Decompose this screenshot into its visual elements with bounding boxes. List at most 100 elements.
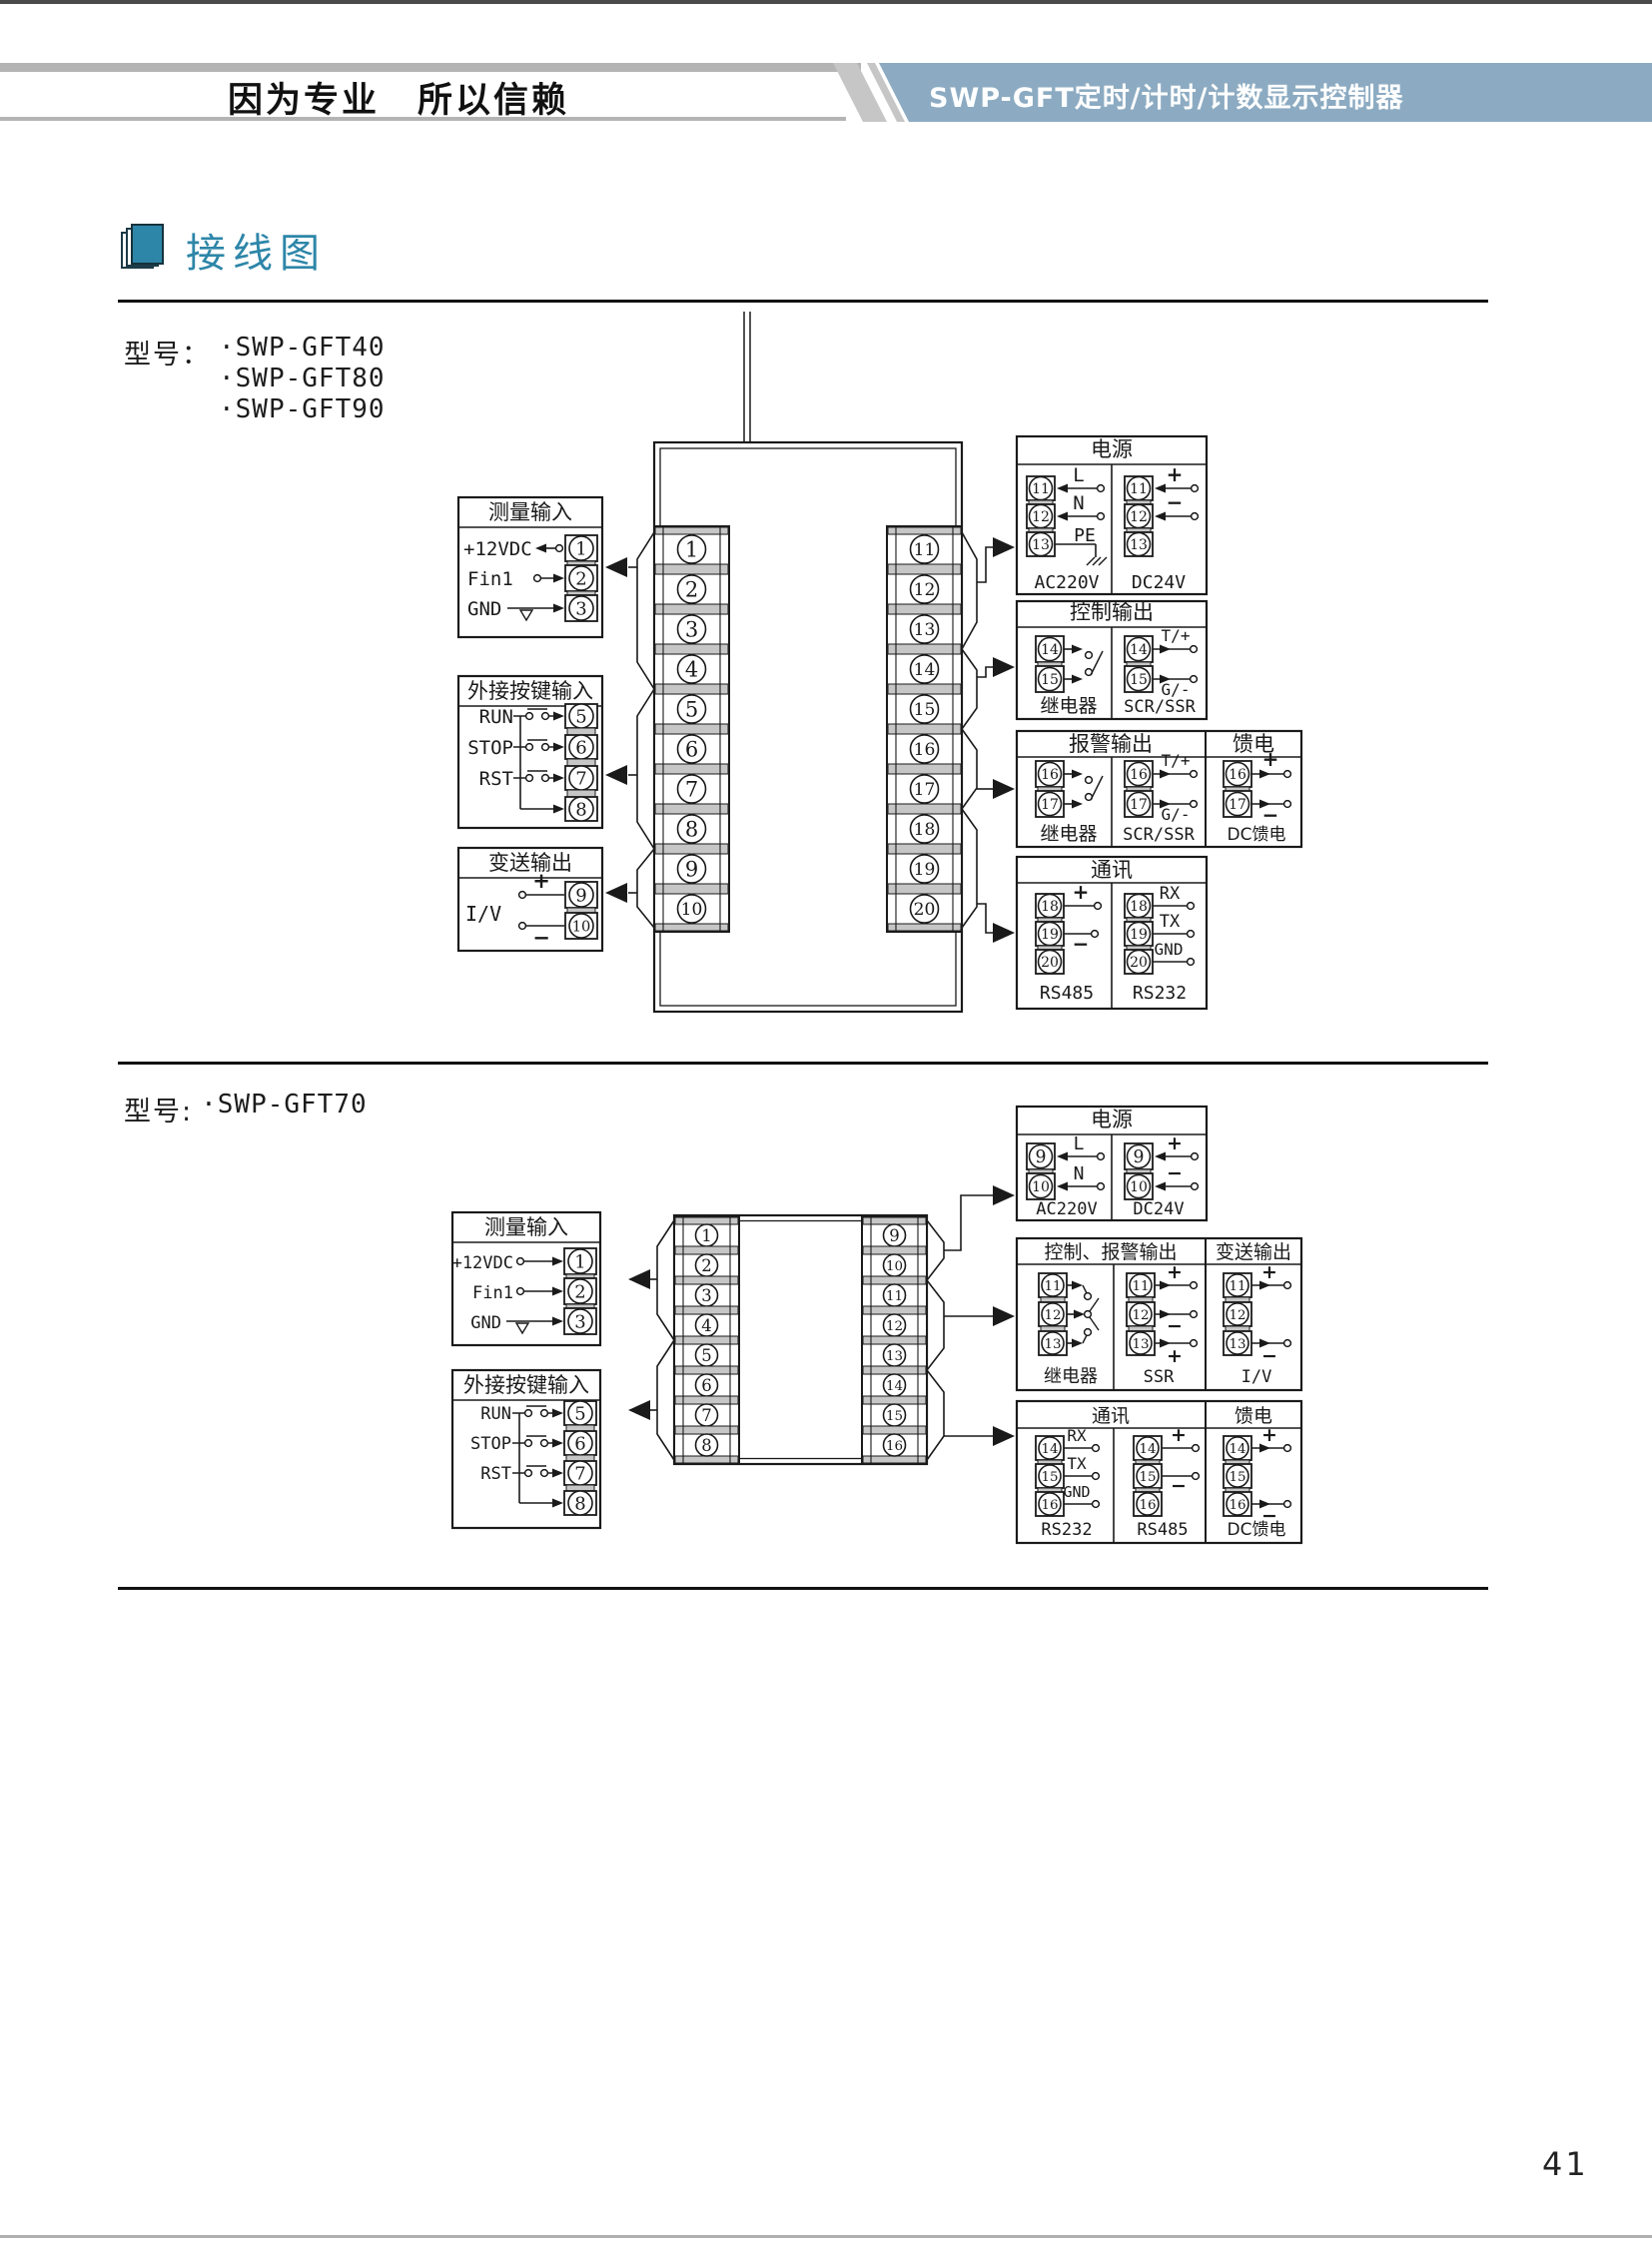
svg-text:12: 12 bbox=[1130, 509, 1148, 525]
svg-text:14: 14 bbox=[1130, 642, 1148, 658]
svg-text:测量输入: 测量输入 bbox=[488, 500, 572, 524]
svg-text:12: 12 bbox=[1229, 1308, 1245, 1323]
svg-text:7: 7 bbox=[701, 1406, 712, 1425]
svg-text:−: − bbox=[1261, 1345, 1277, 1367]
svg-text:11: 11 bbox=[1130, 481, 1148, 497]
svg-text:1: 1 bbox=[575, 538, 586, 559]
svg-text:+: + bbox=[1261, 1261, 1277, 1283]
svg-text:16: 16 bbox=[1139, 1498, 1156, 1513]
svg-text:19: 19 bbox=[914, 860, 936, 880]
svg-text:16: 16 bbox=[1041, 767, 1059, 783]
svg-text:6: 6 bbox=[575, 737, 586, 758]
svg-text:TX: TX bbox=[1067, 1454, 1087, 1473]
svg-text:17: 17 bbox=[914, 780, 936, 800]
svg-text:9: 9 bbox=[1036, 1147, 1047, 1167]
model-item: ·SWP-GFT70 bbox=[201, 1090, 368, 1120]
svg-text:控制输出: 控制输出 bbox=[1070, 600, 1154, 624]
svg-text:3: 3 bbox=[575, 598, 586, 619]
svg-text:8: 8 bbox=[685, 818, 698, 842]
svg-text:5: 5 bbox=[701, 1346, 712, 1365]
svg-text:−: − bbox=[1073, 932, 1090, 956]
svg-text:I/V: I/V bbox=[465, 902, 501, 926]
svg-text:−: − bbox=[1171, 1475, 1187, 1497]
svg-text:16: 16 bbox=[886, 1439, 903, 1454]
svg-text:TX: TX bbox=[1160, 912, 1181, 932]
svg-text:14: 14 bbox=[1139, 1442, 1156, 1457]
svg-text:10: 10 bbox=[1130, 1179, 1148, 1195]
svg-text:2: 2 bbox=[685, 578, 698, 602]
svg-text:N: N bbox=[1073, 492, 1084, 514]
svg-text:17: 17 bbox=[1229, 797, 1246, 813]
svg-text:6: 6 bbox=[701, 1376, 712, 1395]
model-list-2: 型号: ·SWP-GFT70 bbox=[124, 1090, 368, 1128]
model-item: ·SWP-GFT80 bbox=[219, 364, 386, 393]
svg-text:13: 13 bbox=[1044, 1337, 1061, 1352]
section-title: 接线图 bbox=[186, 231, 327, 277]
svg-text:4: 4 bbox=[685, 658, 698, 682]
svg-text:11: 11 bbox=[914, 540, 936, 560]
svg-text:15: 15 bbox=[1229, 1470, 1245, 1485]
svg-text:11: 11 bbox=[886, 1289, 903, 1304]
svg-text:L: L bbox=[1074, 1133, 1085, 1154]
svg-text:电源: 电源 bbox=[1091, 437, 1133, 461]
svg-text:继电器: 继电器 bbox=[1040, 823, 1097, 845]
svg-text:9: 9 bbox=[1134, 1147, 1145, 1167]
svg-text:3: 3 bbox=[701, 1286, 712, 1305]
svg-text:−: − bbox=[1262, 803, 1279, 827]
divider-rule bbox=[118, 1062, 1488, 1065]
svg-text:变送输出: 变送输出 bbox=[488, 851, 572, 875]
model-item: ·SWP-GFT40 bbox=[219, 333, 386, 363]
svg-text:−: − bbox=[1167, 490, 1184, 514]
svg-text:1: 1 bbox=[574, 1251, 585, 1272]
svg-text:15: 15 bbox=[1041, 1470, 1058, 1485]
model-list-label: 型号: bbox=[124, 1097, 194, 1127]
alarm-output-and-feed-box: 报警输出馈电1617继电器1617T/+G/-SCR/SSR1617+−DC馈电 bbox=[1015, 729, 1303, 849]
svg-text:20: 20 bbox=[914, 900, 936, 920]
svg-text:RUN: RUN bbox=[480, 1404, 511, 1424]
svg-text:−: − bbox=[1167, 1162, 1183, 1184]
svg-text:DC馈电: DC馈电 bbox=[1228, 825, 1286, 845]
svg-text:T/+: T/+ bbox=[1162, 626, 1191, 645]
svg-text:−: − bbox=[1167, 1315, 1183, 1337]
svg-text:L: L bbox=[1073, 464, 1084, 486]
page-number: 41 bbox=[1542, 2145, 1589, 2183]
svg-text:RST: RST bbox=[480, 1464, 511, 1484]
svg-text:+: + bbox=[1262, 747, 1279, 771]
svg-text:10: 10 bbox=[681, 900, 703, 920]
svg-text:RS485: RS485 bbox=[1137, 1520, 1188, 1540]
svg-text:+: + bbox=[1073, 880, 1090, 904]
svg-text:DC24V: DC24V bbox=[1133, 1199, 1184, 1219]
svg-text:+: + bbox=[1261, 1424, 1277, 1446]
svg-text:15: 15 bbox=[1130, 672, 1148, 688]
svg-text:16: 16 bbox=[1130, 767, 1148, 783]
svg-text:G/-: G/- bbox=[1162, 680, 1191, 699]
svg-text:SCR/SSR: SCR/SSR bbox=[1123, 825, 1195, 845]
svg-text:Fin1: Fin1 bbox=[467, 568, 513, 590]
svg-text:SSR: SSR bbox=[1144, 1367, 1175, 1387]
svg-text:5: 5 bbox=[685, 698, 698, 722]
svg-text:9: 9 bbox=[575, 885, 586, 906]
svg-text:12: 12 bbox=[1132, 1308, 1149, 1323]
divider-rule bbox=[118, 300, 1488, 303]
svg-text:15: 15 bbox=[914, 700, 936, 720]
svg-text:14: 14 bbox=[886, 1379, 903, 1394]
svg-text:馈电: 馈电 bbox=[1233, 732, 1274, 756]
model-list-2-items: ·SWP-GFT70 bbox=[201, 1090, 368, 1120]
section-cube-icon bbox=[121, 224, 171, 274]
svg-text:17: 17 bbox=[1130, 797, 1148, 813]
svg-text:13: 13 bbox=[1132, 1337, 1149, 1352]
svg-text:10: 10 bbox=[572, 918, 591, 935]
wiring-diagram-gft40-80-90: 1234567891011121314151617181920测量输入123+1… bbox=[456, 312, 1303, 1014]
svg-text:继电器: 继电器 bbox=[1044, 1366, 1098, 1387]
svg-text:GND: GND bbox=[467, 598, 501, 620]
svg-text:12: 12 bbox=[1032, 509, 1050, 525]
top-accent-bar bbox=[0, 0, 1652, 4]
header-gray-bar-top bbox=[0, 63, 861, 72]
svg-text:+: + bbox=[1167, 1345, 1183, 1367]
svg-text:+12VDC: +12VDC bbox=[452, 1253, 513, 1273]
svg-text:GND: GND bbox=[470, 1313, 501, 1333]
